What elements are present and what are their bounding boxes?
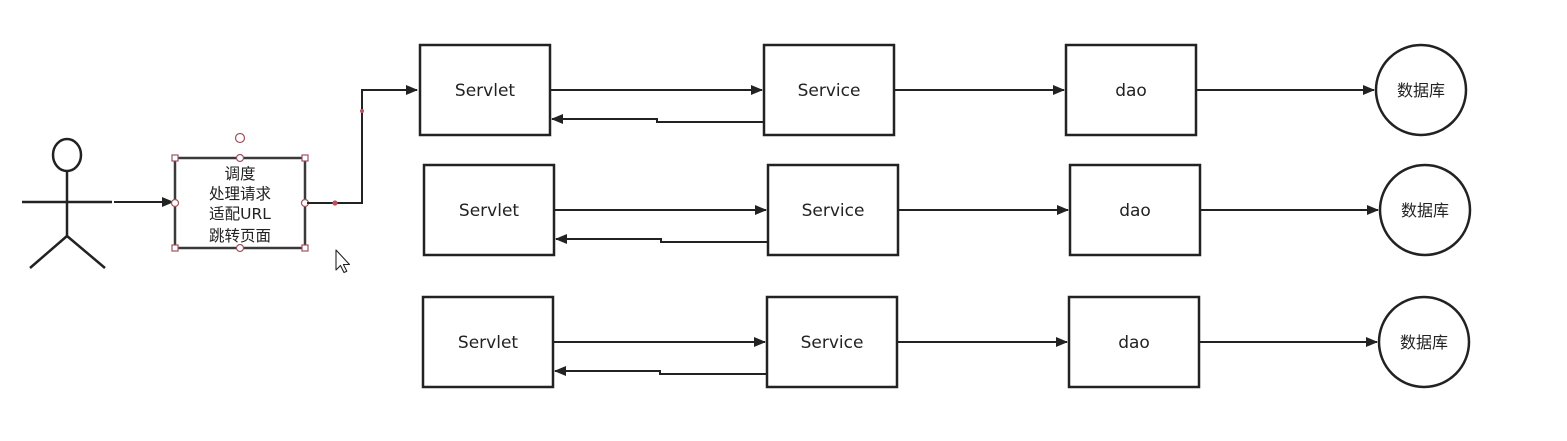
resize-handle-left[interactable] [170, 198, 180, 208]
servlet-node[interactable]: Servlet [418, 43, 552, 137]
servlet-label: Servlet [459, 201, 519, 221]
row-1: Servlet Service dao 数据库 [418, 43, 1468, 137]
database-label: 数据库 [1400, 333, 1448, 352]
dao-node[interactable]: dao [1068, 163, 1202, 257]
row-2: Servlet Service dao 数据库 [422, 163, 1472, 257]
service-to-servlet-return-arrow[interactable] [551, 114, 764, 124]
dispatcher-line-2: 处理请求 [209, 185, 271, 203]
rotate-handle[interactable] [234, 132, 246, 144]
resize-handle-bottom-left[interactable] [171, 244, 179, 252]
dao-label: dao [1118, 333, 1150, 353]
connector-waypoint-dot[interactable] [332, 200, 338, 206]
mouse-pointer-icon [335, 249, 351, 274]
service-node[interactable]: Service [765, 295, 899, 389]
resize-handle-top-right[interactable] [301, 154, 309, 162]
dispatcher-to-servlet-connector[interactable] [307, 85, 418, 204]
row-3: Servlet Service dao 数据库 [421, 295, 1471, 389]
servlet-label: Servlet [455, 81, 515, 101]
dispatcher-line-4: 跳转页面 [209, 227, 271, 245]
dispatcher-line-3: 适配URL [209, 205, 271, 223]
connector-waypoint-dot[interactable] [360, 109, 364, 113]
dao-label: dao [1119, 201, 1151, 221]
service-node[interactable]: Service [762, 43, 896, 137]
actor-stick-figure-icon [22, 137, 112, 269]
resize-handle-bottom[interactable] [235, 243, 245, 253]
servlet-node[interactable]: Servlet [422, 163, 556, 257]
resize-handle-top[interactable] [235, 153, 245, 163]
servlet-label: Servlet [458, 333, 518, 353]
resize-handle-top-left[interactable] [171, 154, 179, 162]
database-label: 数据库 [1401, 201, 1449, 220]
service-to-servlet-return-arrow[interactable] [554, 366, 767, 376]
dispatcher-node[interactable]: 调度 处理请求 适配URL 跳转页面 [173, 156, 307, 250]
dao-label: dao [1115, 81, 1147, 101]
service-label: Service [798, 81, 861, 101]
servlet-node[interactable]: Servlet [421, 295, 555, 389]
selection-handles[interactable] [170, 132, 310, 253]
dao-node[interactable]: dao [1067, 295, 1201, 389]
database-label: 数据库 [1397, 81, 1445, 100]
resize-handle-bottom-right[interactable] [301, 244, 309, 252]
service-label: Service [802, 201, 865, 221]
dispatcher-line-1: 调度 [224, 165, 255, 183]
database-node[interactable]: 数据库 [1374, 43, 1468, 137]
database-node[interactable]: 数据库 [1377, 295, 1471, 389]
service-label: Service [801, 333, 864, 353]
service-to-servlet-return-arrow[interactable] [555, 234, 768, 244]
dao-node[interactable]: dao [1064, 43, 1198, 137]
database-node[interactable]: 数据库 [1378, 163, 1472, 257]
service-node[interactable]: Service [766, 163, 900, 257]
